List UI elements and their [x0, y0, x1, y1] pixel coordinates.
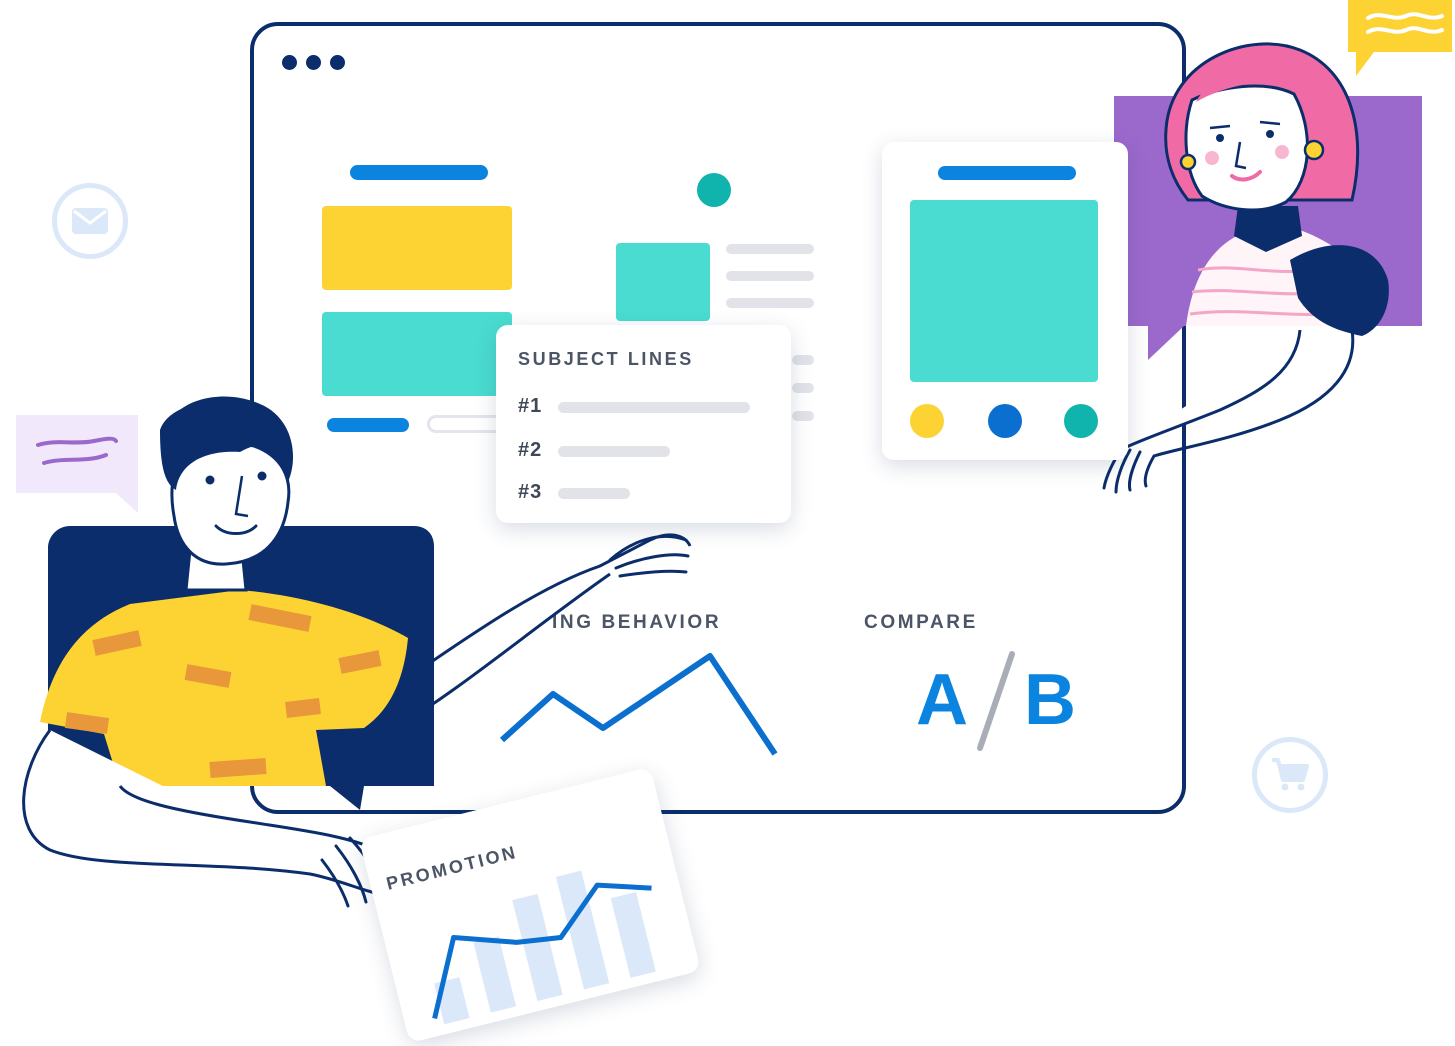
layout-header-bar: [350, 165, 488, 180]
text-line: [792, 355, 814, 365]
color-swatch: [1064, 404, 1098, 438]
subject-line-number: #1: [518, 395, 543, 417]
shopping-cart-icon: [1252, 737, 1328, 813]
text-line: [792, 411, 814, 421]
teal-avatar-dot: [697, 173, 731, 207]
layout-yellow-block: [322, 206, 512, 290]
promotion-card: PROMOTION: [359, 766, 701, 1044]
subject-line-bar: [558, 446, 670, 457]
variant-b-label: B: [1024, 660, 1076, 740]
woman-character: [1102, 42, 1422, 494]
window-dot: [330, 55, 345, 70]
middle-teal-block: [616, 243, 710, 321]
ab-divider-slash: [977, 651, 1015, 751]
layout-button-bar: [327, 418, 409, 432]
subject-line-bar: [558, 488, 630, 499]
text-line: [726, 271, 814, 281]
variant-card: [882, 142, 1128, 460]
subject-lines-card: SUBJECT LINES #1 #2 #3: [496, 325, 791, 523]
chat-bubble-left: [16, 415, 138, 513]
variant-a-label: A: [916, 660, 968, 740]
email-icon: [52, 183, 128, 259]
subject-line-number: #2: [518, 439, 543, 461]
chat-bubble-yellow: [1348, 0, 1452, 76]
window-dot: [306, 55, 321, 70]
behavior-label: ING BEHAVIOR: [552, 612, 722, 633]
subject-lines-title: SUBJECT LINES: [518, 349, 694, 369]
text-line: [726, 244, 814, 254]
color-swatch: [910, 404, 944, 438]
man-character: [22, 396, 692, 908]
text-line: [726, 298, 814, 308]
variant-header-bar: [938, 166, 1076, 180]
promotion-chart: [432, 870, 656, 1025]
behavior-line-graph: [499, 653, 778, 756]
variant-image-block: [910, 200, 1098, 382]
subject-line-bar: [558, 402, 750, 413]
window-dot: [282, 55, 297, 70]
layout-teal-block: [322, 312, 512, 396]
color-swatch: [988, 404, 1022, 438]
text-line: [792, 383, 814, 393]
subject-line-number: #3: [518, 481, 543, 503]
compare-label: COMPARE: [864, 612, 978, 633]
